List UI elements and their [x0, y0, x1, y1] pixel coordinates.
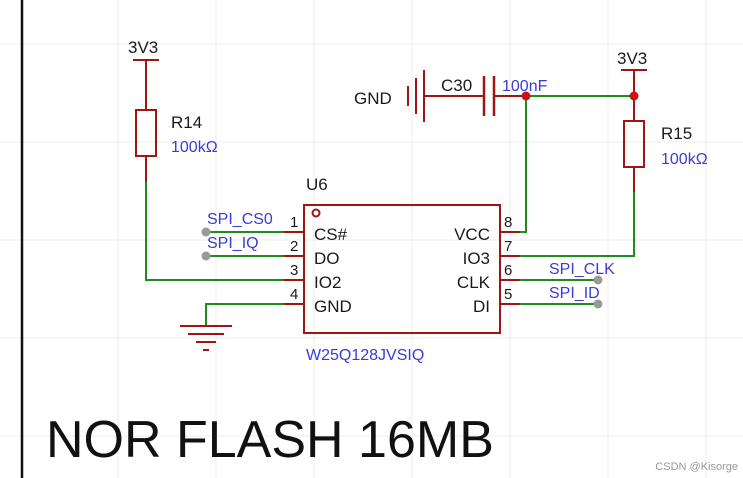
pin-num-5: 5	[504, 286, 512, 303]
pin1-marker	[311, 208, 321, 218]
u6-part-number: W25Q128JVSIQ	[306, 347, 424, 364]
pin-name-cs: CS#	[314, 225, 348, 244]
junction-c30	[521, 91, 531, 101]
chip-u6[interactable]: U6 1 2 3 4 CS# DO IO2 GND 8 7 6 5	[284, 175, 520, 364]
pin-name-io3: IO3	[463, 249, 490, 268]
power-label-left: 3V3	[128, 38, 158, 57]
r14-ref: R14	[171, 113, 202, 132]
power-3v3-right: 3V3	[617, 49, 647, 121]
net-flag-clk	[593, 275, 603, 285]
net-label-spi-iq[interactable]: SPI_IQ	[207, 235, 259, 252]
net-flag-id	[593, 299, 603, 309]
pin-num-6: 6	[504, 262, 512, 279]
resistor-r15[interactable]: R15 100kΩ	[623, 120, 708, 192]
gnd-label-top: GND	[354, 89, 392, 108]
u6-ref: U6	[306, 175, 328, 194]
power-3v3-left: 3V3	[128, 38, 159, 110]
r14-value: 100kΩ	[171, 139, 218, 156]
pin-num-4: 4	[290, 286, 298, 303]
c30-value: 100nF	[502, 78, 548, 95]
u6-right-pins: 8 7 6 5 VCC IO3 CLK DI	[454, 214, 520, 316]
net-flag-cs0	[201, 227, 211, 237]
watermark: CSDN @Kisorge	[655, 461, 738, 473]
u6-left-pins: 1 2 3 4 CS# DO IO2 GND	[284, 214, 352, 316]
pin-name-io2: IO2	[314, 273, 341, 292]
pin-name-gnd: GND	[314, 297, 352, 316]
ground-symbol-top: GND	[354, 70, 480, 122]
junctions	[521, 91, 639, 101]
r15-value: 100kΩ	[661, 151, 708, 168]
junction-r15	[629, 91, 639, 101]
pin-name-di: DI	[473, 297, 490, 316]
power-label-right: 3V3	[617, 49, 647, 68]
pin-name-vcc: VCC	[454, 225, 490, 244]
ground-symbol-bottom	[180, 325, 232, 351]
net-label-spi-clk[interactable]: SPI_CLK	[549, 261, 615, 278]
pin-num-2: 2	[290, 238, 298, 255]
net-flag-iq	[201, 251, 211, 261]
schematic-title: NOR FLASH 16MB	[46, 411, 494, 469]
pin-num-3: 3	[290, 262, 298, 279]
pin-name-clk: CLK	[457, 273, 491, 292]
net-flags: SPI_CS0 SPI_IQ SPI_CLK SPI_ID	[201, 211, 615, 309]
resistor-r14[interactable]: R14 100kΩ	[135, 109, 218, 182]
pin-num-1: 1	[290, 214, 298, 231]
pin-num-8: 8	[504, 214, 512, 231]
capacitor-c30[interactable]: C30 100nF	[441, 76, 548, 116]
pin-num-7: 7	[504, 238, 512, 255]
pin-name-do: DO	[314, 249, 340, 268]
net-label-spi-id[interactable]: SPI_ID	[549, 285, 600, 302]
net-label-spi-cs0[interactable]: SPI_CS0	[207, 211, 273, 228]
c30-ref: C30	[441, 76, 472, 95]
r15-ref: R15	[661, 124, 692, 143]
